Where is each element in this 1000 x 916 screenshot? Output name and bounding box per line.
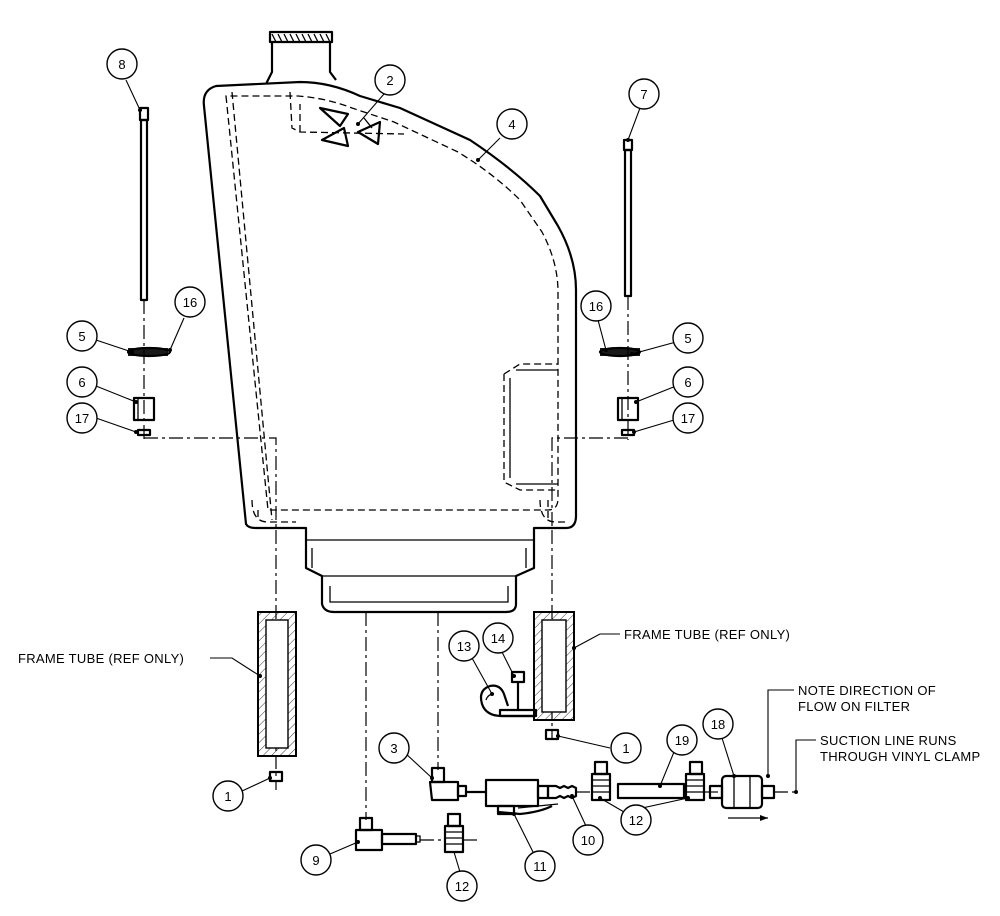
note-suction-line2: THROUGH VINYL CLAMP — [820, 749, 981, 764]
svg-text:7: 7 — [640, 87, 647, 102]
balloon-5-left: 5 — [66, 320, 98, 352]
left-strap-rod-item-8 — [138, 106, 150, 302]
balloon-8: 8 — [106, 48, 138, 80]
svg-text:6: 6 — [78, 375, 85, 390]
balloon-7: 7 — [628, 78, 660, 110]
note-suction-line1: SUCTION LINE RUNS — [820, 733, 957, 748]
balloon-11: 11 — [524, 850, 556, 882]
hose-clamp-item-12-a — [590, 760, 612, 802]
balloon-2: 2 — [374, 64, 406, 96]
svg-text:12: 12 — [629, 813, 643, 828]
right-spacer-item-6 — [616, 396, 640, 422]
balloon-18: 18 — [702, 708, 734, 740]
frame-tube-left — [257, 611, 297, 757]
flow-direction-arrow — [728, 815, 768, 821]
balloon-12-bottom: 12 — [446, 870, 478, 902]
bolt-item-14 — [510, 670, 526, 710]
vent-fitting-item-2 — [318, 106, 382, 148]
svg-text:8: 8 — [118, 57, 125, 72]
balloon-9: 9 — [300, 844, 332, 876]
balloon-3: 3 — [378, 732, 410, 764]
balloon-10: 10 — [572, 824, 604, 856]
svg-text:4: 4 — [508, 117, 515, 132]
balloon-6-left: 6 — [66, 366, 98, 398]
svg-text:1: 1 — [622, 741, 629, 756]
svg-text:18: 18 — [711, 717, 725, 732]
tank-outer-body — [202, 80, 578, 614]
balloon-12-right: 12 — [620, 804, 652, 836]
left-spacer-item-6 — [132, 396, 156, 422]
hose-clamp-item-12-b — [684, 760, 706, 802]
svg-text:13: 13 — [457, 639, 471, 654]
balloon-16-left: 16 — [174, 286, 206, 318]
svg-text:12: 12 — [455, 879, 469, 894]
balloon-6-right: 6 — [672, 366, 704, 398]
filler-neck — [265, 30, 337, 85]
right-strap-rod-item-7 — [622, 138, 634, 298]
balloon-19: 19 — [666, 724, 698, 756]
svg-text:10: 10 — [581, 833, 595, 848]
leader-lines — [95, 79, 816, 873]
note-filter-direction-line2: FLOW ON FILTER — [798, 699, 910, 714]
balloon-1-right: 1 — [610, 732, 642, 764]
elbow-fitting-item-9 — [354, 816, 421, 852]
fuel-hose-item-19 — [616, 782, 686, 800]
svg-text:17: 17 — [75, 411, 89, 426]
svg-text:1: 1 — [224, 789, 231, 804]
left-nut-item-17 — [136, 428, 152, 437]
svg-text:14: 14 — [491, 631, 505, 646]
balloon-16-right: 16 — [580, 290, 612, 322]
left-strap-washer-item-5 — [126, 346, 172, 358]
balloon-13: 13 — [448, 630, 480, 662]
svg-text:17: 17 — [681, 411, 695, 426]
balloon-1-left: 1 — [212, 780, 244, 812]
svg-text:19: 19 — [675, 733, 689, 748]
svg-text:5: 5 — [684, 331, 691, 346]
fuel-tank — [202, 30, 578, 614]
hose-clamp-item-12-c — [443, 812, 465, 854]
mounting-clip-item-13 — [479, 684, 538, 718]
note-frame-tube-right: FRAME TUBE (REF ONLY) — [624, 627, 790, 642]
svg-text:6: 6 — [684, 375, 691, 390]
svg-text:16: 16 — [183, 295, 197, 310]
svg-text:2: 2 — [386, 73, 393, 88]
note-filter-direction-line1: NOTE DIRECTION OF — [798, 683, 936, 698]
svg-text:9: 9 — [312, 853, 319, 868]
balloon-17-right: 17 — [672, 402, 704, 434]
note-frame-tube-left: FRAME TUBE (REF ONLY) — [18, 651, 184, 666]
svg-text:5: 5 — [78, 329, 85, 344]
balloon-17-left: 17 — [66, 402, 98, 434]
elbow-fitting-item-3 — [428, 766, 468, 802]
balloon-4: 4 — [496, 108, 528, 140]
balloon-14: 14 — [482, 622, 514, 654]
svg-text:3: 3 — [390, 741, 397, 756]
hose-barb-item-10 — [536, 784, 578, 800]
balloon-5-right: 5 — [672, 322, 704, 354]
svg-text:16: 16 — [589, 299, 603, 314]
frame-tube-right — [533, 611, 575, 721]
svg-text:11: 11 — [533, 859, 547, 874]
fuel-filter-item-18 — [708, 774, 776, 810]
